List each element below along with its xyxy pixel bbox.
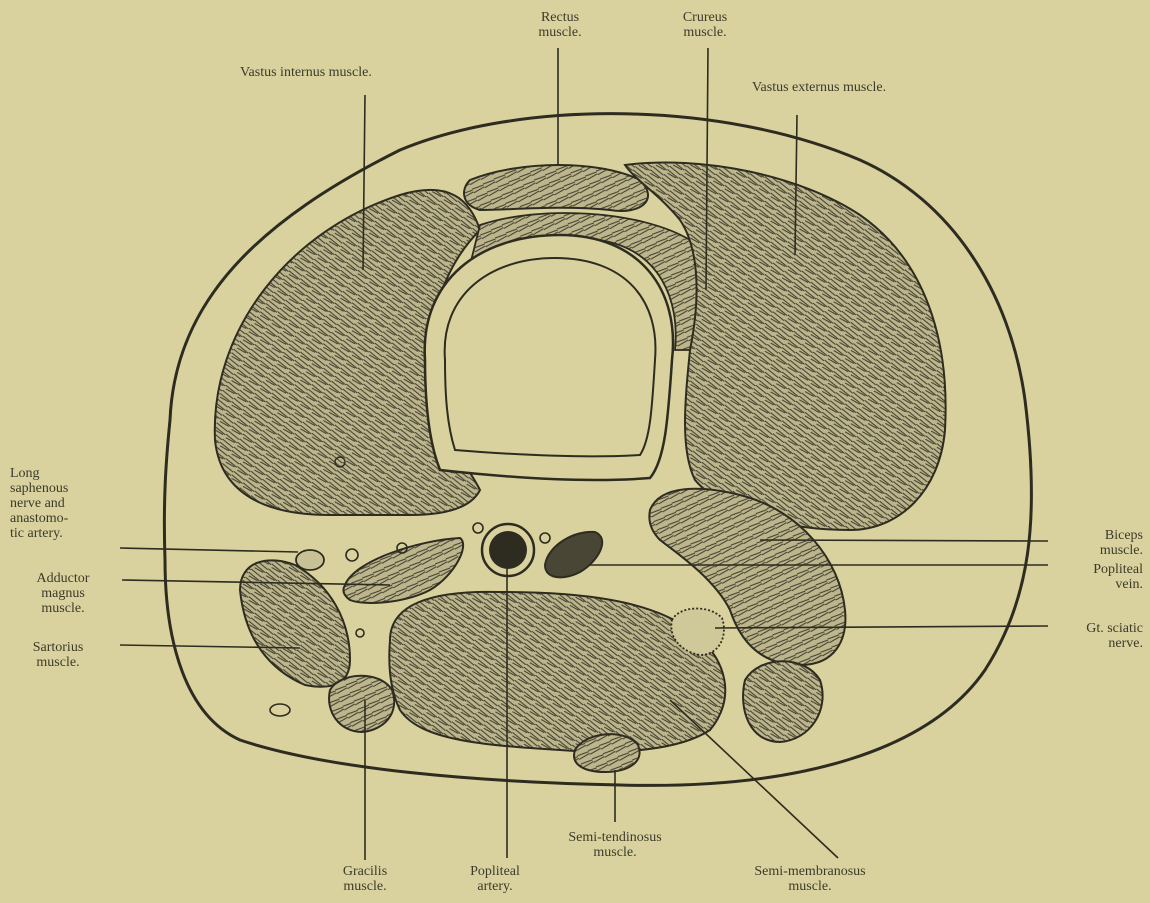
small-vessel: [356, 629, 364, 637]
sartorius-muscle: [240, 560, 350, 686]
label-biceps-muscle: Biceps muscle.: [1035, 528, 1143, 558]
gracilis-muscle: [329, 676, 394, 732]
label-gt-sciatic-nerve: Gt. sciatic nerve.: [1030, 621, 1143, 651]
label-popliteal-vein: Popliteal vein.: [1035, 562, 1143, 592]
small-vessel: [473, 523, 483, 533]
adductor-magnus-muscle: [343, 538, 463, 603]
label-vastus-internus-muscle: Vastus internus muscle.: [240, 65, 480, 80]
long-saphenous-nerve: [296, 550, 324, 570]
femur-bone-inner: [445, 258, 656, 456]
label-long-saphenous-nerve: Long saphenous nerve and anastomo- tic a…: [10, 466, 120, 541]
rectus-muscle: [464, 165, 648, 211]
popliteal-vein: [545, 532, 602, 578]
small-vessel: [270, 704, 290, 716]
small-vessel: [540, 533, 550, 543]
label-semi-tendinosus-muscle: Semi-tendinosus muscle.: [535, 830, 695, 860]
label-rectus-muscle: Rectus muscle.: [505, 10, 615, 40]
label-adductor-magnus-muscle: Adductor magnus muscle.: [8, 571, 118, 616]
biceps-lower-muscle: [743, 661, 823, 742]
label-semi-membranosus-muscle: Semi-membranosus muscle.: [720, 864, 900, 894]
small-vessel: [346, 549, 358, 561]
label-popliteal-artery: Popliteal artery.: [435, 864, 555, 894]
popliteal-artery-lumen: [489, 531, 527, 569]
label-sartorius-muscle: Sartorius muscle.: [8, 640, 108, 670]
label-gracilis-muscle: Gracilis muscle.: [315, 864, 415, 894]
label-vastus-externus-muscle: Vastus externus muscle.: [752, 80, 992, 95]
label-crureus-muscle: Crureus muscle.: [650, 10, 760, 40]
